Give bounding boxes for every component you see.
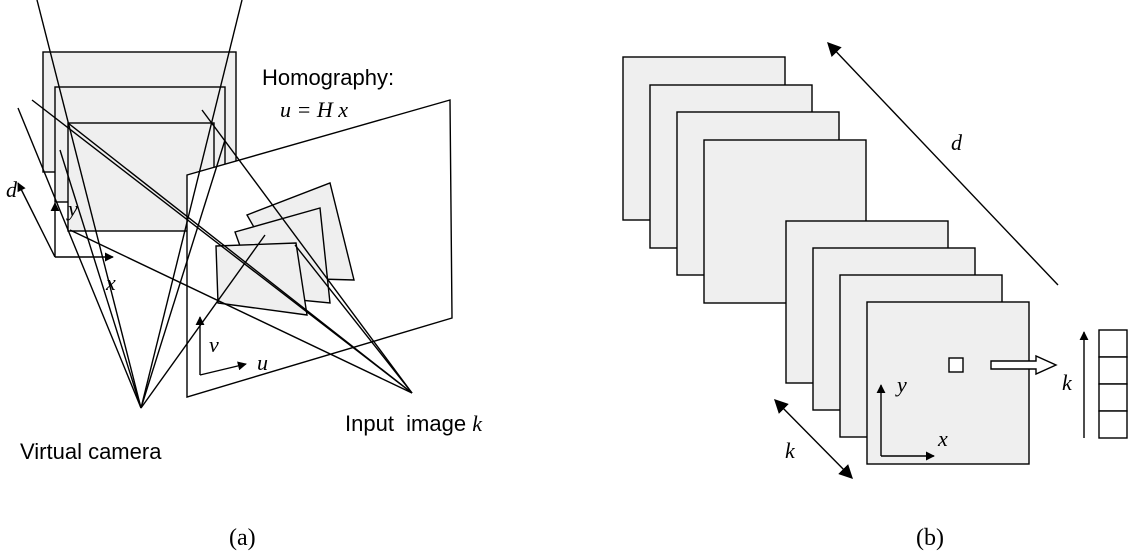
d-axis-arrow [17, 182, 56, 258]
hollow-arrow [990, 354, 1058, 376]
d-diagonal-arrow [827, 41, 1059, 286]
label-y-b: y [895, 372, 907, 397]
caption-b: (b) [916, 525, 944, 551]
pixel-marker [948, 357, 964, 373]
label-y: y [66, 196, 78, 221]
lower-plane-stack [785, 220, 1030, 465]
homography-formula: u = H x [280, 97, 348, 122]
homography-title: Homography: [262, 65, 394, 90]
label-k-stack: k [1062, 370, 1073, 395]
label-k-side: k [785, 438, 796, 463]
label-x-b: x [937, 426, 948, 451]
label-d-b: d [951, 130, 963, 155]
column-cell-1 [1098, 329, 1128, 358]
plane-lower-4 [866, 301, 1030, 465]
column-cell-2 [1098, 356, 1128, 385]
input-image-axes [195, 316, 247, 376]
input-image-label: Input image k [345, 411, 483, 436]
virtual-camera-label: Virtual camera [20, 439, 162, 464]
column-cell-4 [1098, 410, 1128, 439]
label-v: v [209, 332, 219, 357]
label-x: x [105, 270, 116, 295]
label-d: d [6, 177, 18, 202]
caption-a: (a) [229, 525, 256, 551]
virtual-camera-axes [17, 182, 114, 262]
projection-rays [17, 0, 413, 409]
k-double-arrow [774, 399, 853, 479]
u-axis-arrow [199, 361, 247, 376]
panel-a: Homography: u = H x d y x v u Virtual ca… [6, 0, 483, 551]
panel-b: d y x k k (b) [622, 41, 1128, 551]
output-column [1098, 329, 1128, 439]
warped-image-3 [215, 242, 308, 316]
column-cell-3 [1098, 383, 1128, 412]
label-u: u [257, 350, 268, 375]
